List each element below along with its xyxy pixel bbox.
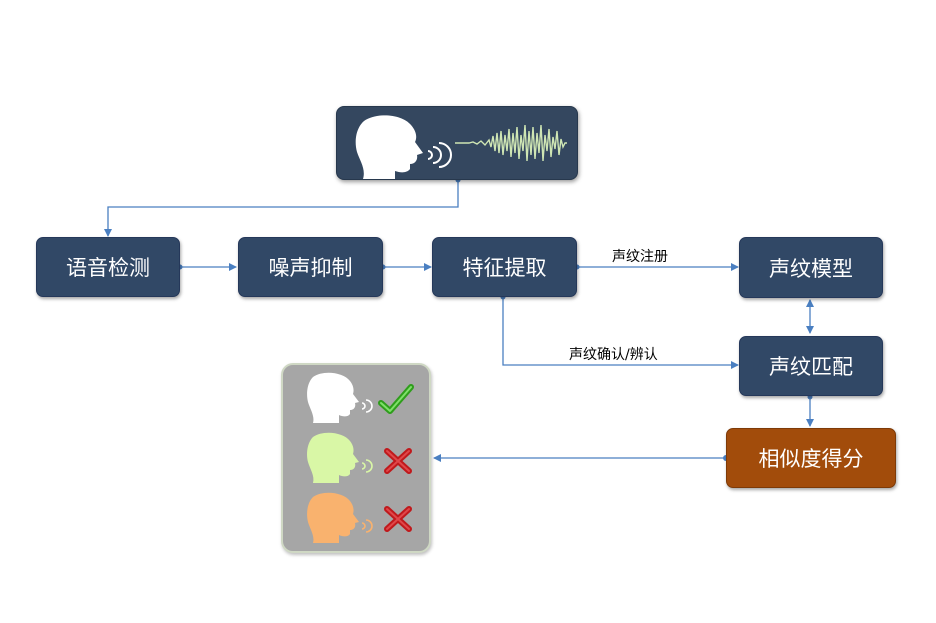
result-speakers: [307, 372, 414, 543]
node-feature-extract: 特征提取: [432, 237, 577, 297]
result-panel: [281, 363, 431, 553]
node-voiceprint-match: 声纹匹配: [739, 336, 883, 396]
waveform-icon: [455, 124, 567, 162]
speaking-head-icon: [307, 432, 373, 483]
edge-feature-to-match: [502, 298, 739, 369]
speaking-head-icon: [355, 115, 452, 179]
node-voiceprint-model: 声纹模型: [739, 237, 883, 298]
speaking-head-icon: [307, 372, 373, 423]
node-similarity-score: 相似度得分: [726, 428, 896, 488]
node-noise-suppress: 噪声抑制: [238, 237, 383, 297]
speaking-head-icon: [307, 492, 373, 543]
check-icon: [378, 384, 414, 414]
cross-icon: [384, 448, 412, 474]
edge-label-verify: 声纹确认/辨认: [569, 347, 658, 363]
edge-label-enroll: 声纹注册: [612, 249, 668, 265]
edge-speaker-to-detect: [104, 180, 459, 237]
cross-icon: [384, 506, 412, 532]
node-voice-detect: 语音检测: [36, 237, 180, 297]
speaker-input-panel: [336, 106, 578, 180]
